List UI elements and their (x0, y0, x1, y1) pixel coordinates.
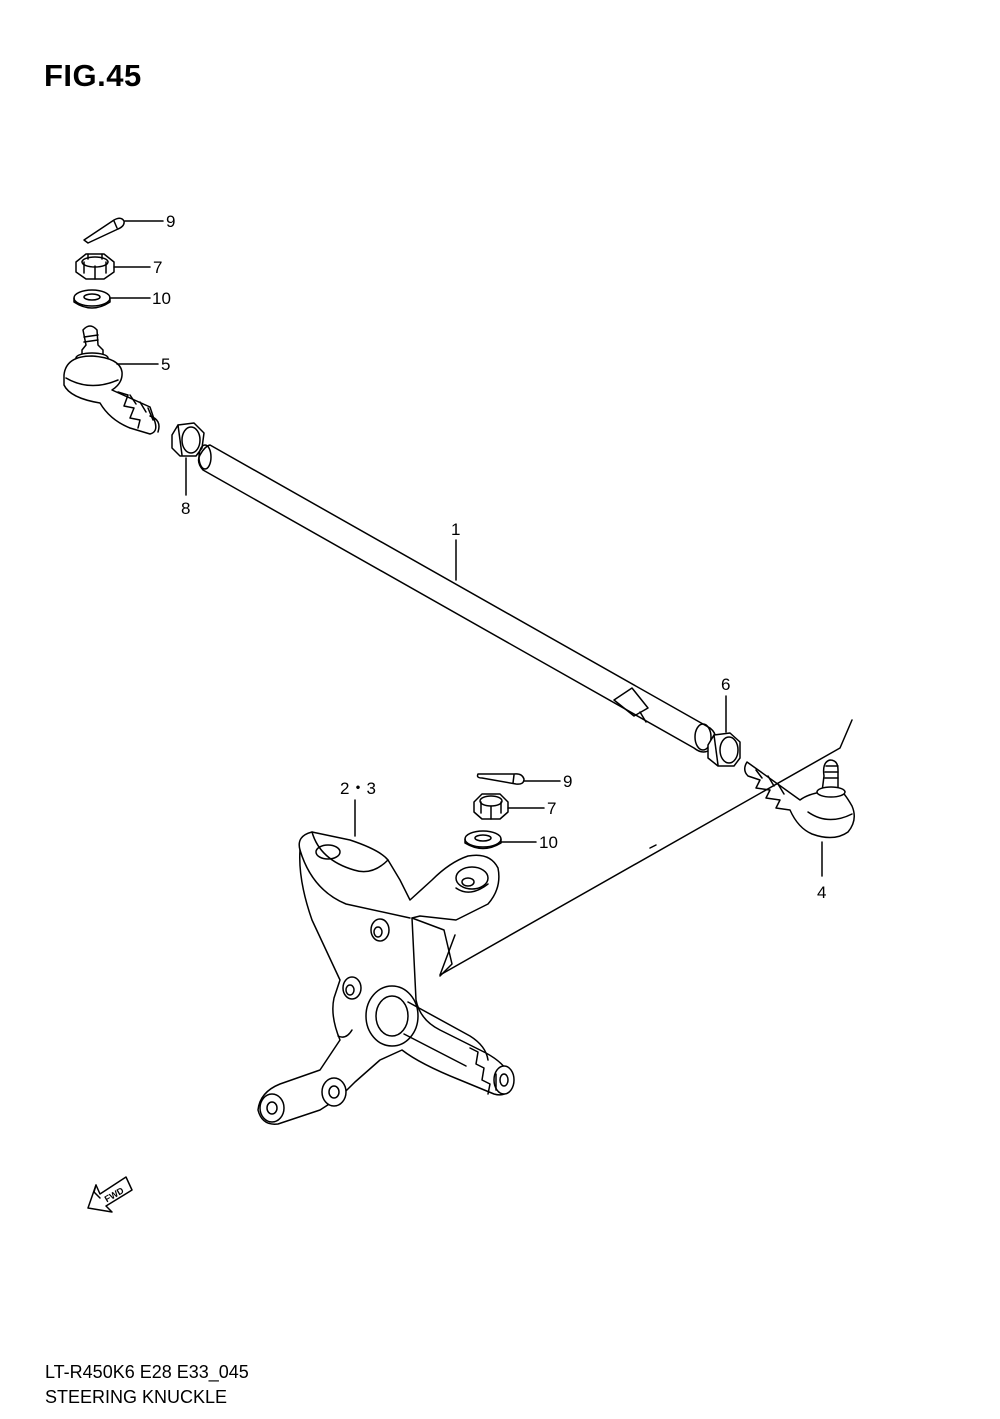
callout-10-mid: 10 (539, 833, 558, 852)
tie-rod-end-right (744, 759, 855, 839)
model-code: LT-R450K6 E28 E33_045 (45, 1362, 249, 1382)
callout-1: 1 (451, 520, 460, 539)
steering-knuckle (257, 831, 515, 1125)
assembly-guide-line (439, 719, 853, 976)
callout-8: 8 (181, 499, 190, 518)
castle-nut-mid (473, 793, 509, 820)
castle-nut-top (75, 253, 115, 280)
figure-title: FIG.45 (44, 58, 142, 93)
fwd-arrow-icon (87, 1176, 133, 1213)
callout-9-top: 9 (166, 212, 175, 231)
callout-9-mid: 9 (563, 772, 572, 791)
tie-rod-end-left (63, 325, 160, 435)
cotter-pin-mid (476, 773, 525, 785)
tie-rod-tube (197, 444, 717, 753)
lock-nut-left (171, 422, 205, 457)
callout-2-3: 2・3 (340, 779, 376, 798)
section-caption: STEERING KNUCKLE (45, 1387, 228, 1407)
callout-6: 6 (721, 675, 730, 694)
callout-5: 5 (161, 355, 170, 374)
footer-caption: LT-R450K6 E28 E33_045 STEERING KNUCKLE (45, 1360, 249, 1410)
callout-10-top: 10 (152, 289, 171, 308)
washer-top (73, 289, 111, 309)
cotter-pin-top (83, 217, 125, 244)
callout-7-mid: 7 (547, 799, 556, 818)
callout-7-top: 7 (153, 258, 162, 277)
callout-4: 4 (817, 883, 826, 902)
washer-mid (464, 830, 502, 850)
lock-nut-right (707, 732, 741, 767)
